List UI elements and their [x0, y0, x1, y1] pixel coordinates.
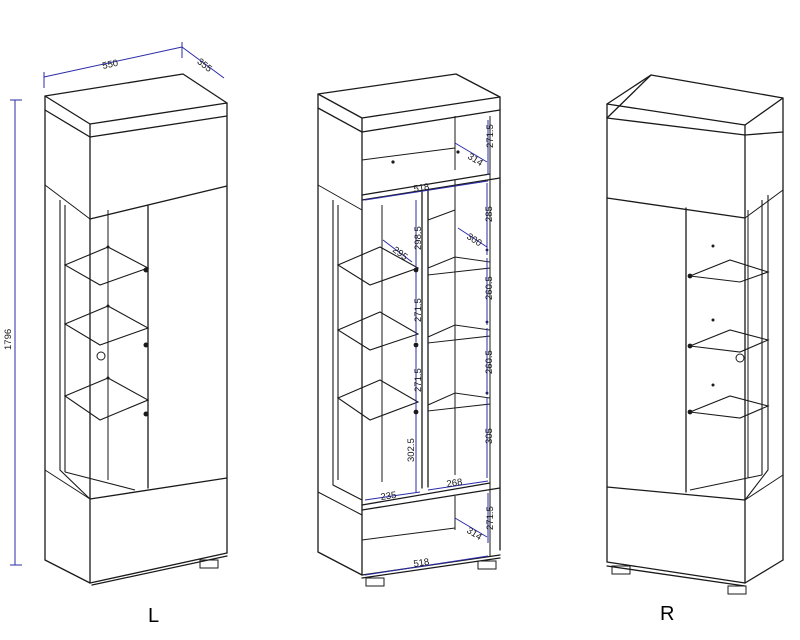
dim-top-width: 518 [413, 182, 430, 195]
cabinet-middle: 271.5 314 518 295 300 285 260.5 260.5 30… [317, 73, 501, 587]
dim-left-spacing-1: 298.5 [413, 226, 424, 250]
dim-left-spacing-3: 271.5 [413, 368, 424, 392]
dim-bottom-height: 271.5 [485, 506, 496, 530]
dim-right-spacing-3: 260.5 [484, 350, 495, 374]
dim-width: 550 [101, 58, 119, 72]
dim-top-height: 271.5 [485, 124, 496, 148]
dim-right-spacing-4: 305 [484, 428, 495, 444]
dim-height: 1796 [3, 329, 14, 350]
dim-right-spacing-2: 260.5 [484, 276, 495, 300]
dim-bottom-depth: 314 [464, 525, 483, 543]
cabinet-left: 550 355 1796 L [3, 42, 228, 627]
dim-right-spacing-1: 285 [484, 206, 495, 222]
dim-depth: 355 [195, 56, 214, 74]
dim-top-depth: 314 [465, 151, 484, 169]
dim-compartment-left-width: 235 [380, 490, 397, 503]
caption-left: L [148, 605, 159, 627]
cabinet-right: R [606, 74, 784, 625]
dim-left-spacing-2: 271.5 [413, 298, 424, 322]
dim-left-spacing-4: 302.5 [406, 438, 417, 462]
dim-compartment-right-width: 268 [446, 477, 463, 490]
dim-bottom-width: 518 [413, 557, 430, 570]
caption-right: R [660, 603, 674, 625]
